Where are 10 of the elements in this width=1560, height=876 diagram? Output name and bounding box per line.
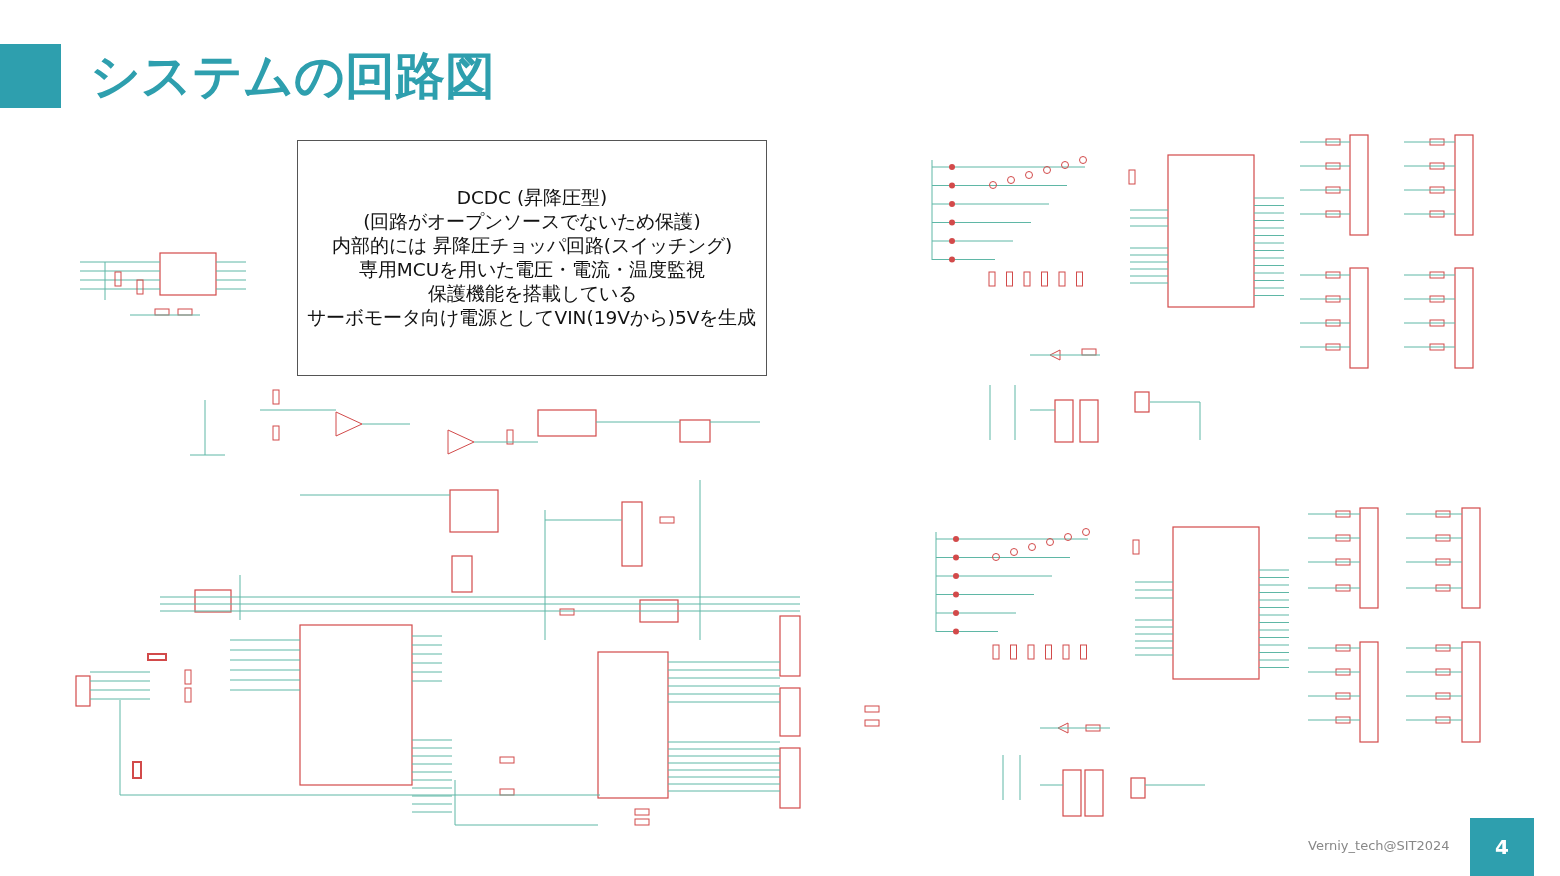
- description-text: 専用MCUを用いた電圧・電流・温度監視: [358, 258, 706, 282]
- slide-title: システムの回路図: [90, 46, 495, 107]
- page-number: 4: [1470, 818, 1534, 876]
- footer-text: Verniy_tech@SIT2024: [1308, 838, 1450, 853]
- description-text: 保護機能を搭載している: [427, 282, 637, 306]
- description-text: 内部的には 昇降圧チョッパ回路(スイッチング): [331, 234, 733, 258]
- description-text: (回路がオープンソースでないため保護): [363, 210, 701, 234]
- text-box: [297, 140, 767, 376]
- description-text: サーボモータ向け電源としてVIN(19Vから)5Vを生成: [307, 306, 757, 330]
- description-text: DCDC (昇降圧型): [456, 186, 608, 210]
